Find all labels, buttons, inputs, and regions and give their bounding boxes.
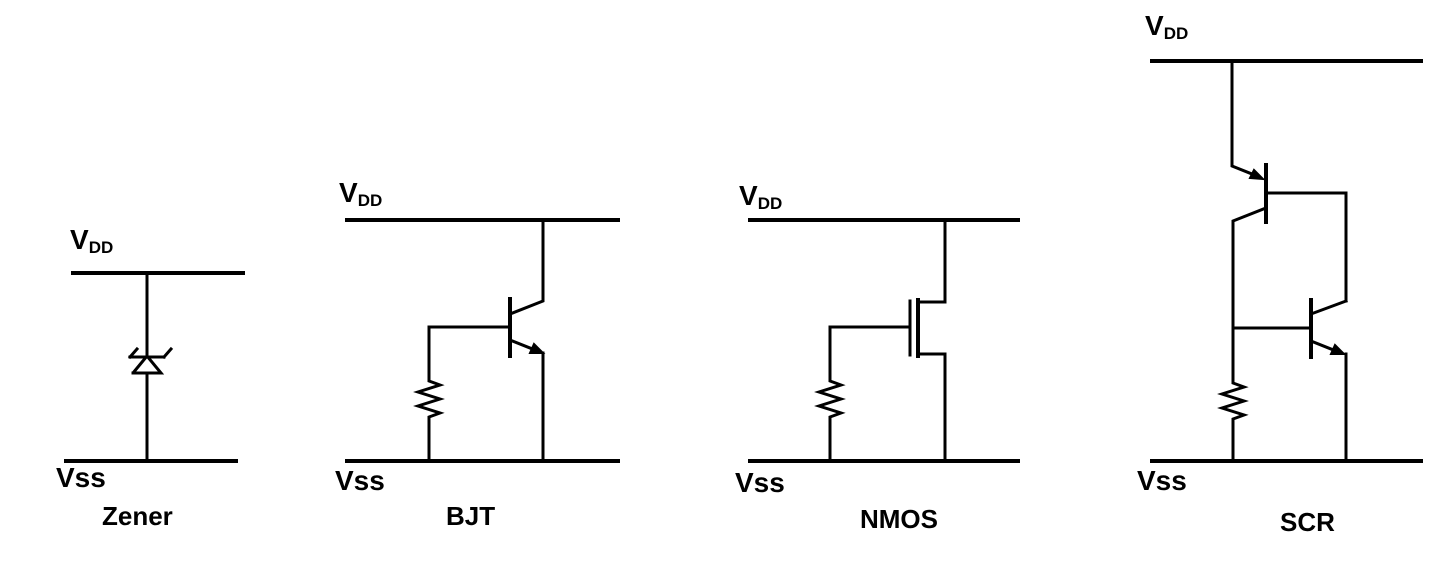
vss-label-zener: Vss	[56, 462, 106, 493]
vss-label-scr: Vss	[1137, 465, 1187, 496]
vss-label-bjt: Vss	[335, 465, 385, 496]
circuit-nmos	[748, 218, 1020, 463]
vdd-sub-text: DD	[357, 191, 383, 210]
circuit-zener	[64, 271, 245, 463]
circuit-name-zener: Zener	[102, 501, 173, 531]
vdd-label-zener: VDD	[70, 224, 114, 257]
circuit-scr	[1150, 59, 1423, 463]
vdd-main-text: V	[70, 224, 89, 255]
vdd-main-text: V	[1145, 10, 1164, 41]
circuit-name-scr: SCR	[1280, 507, 1335, 537]
vdd-label-nmos: VDD	[739, 180, 783, 213]
circuit-bjt	[345, 218, 620, 463]
vdd-label-bjt: VDD	[339, 177, 383, 210]
vdd-label-scr: VDD	[1145, 10, 1189, 43]
vdd-sub-text: DD	[757, 194, 783, 213]
vdd-main-text: V	[339, 177, 358, 208]
vdd-sub-text: DD	[88, 238, 114, 257]
circuit-name-bjt: BJT	[446, 501, 496, 531]
circuit-name-nmos: NMOS	[860, 504, 938, 534]
vdd-sub-text: DD	[1163, 24, 1189, 43]
vss-label-nmos: Vss	[735, 467, 785, 498]
vdd-main-text: V	[739, 180, 758, 211]
